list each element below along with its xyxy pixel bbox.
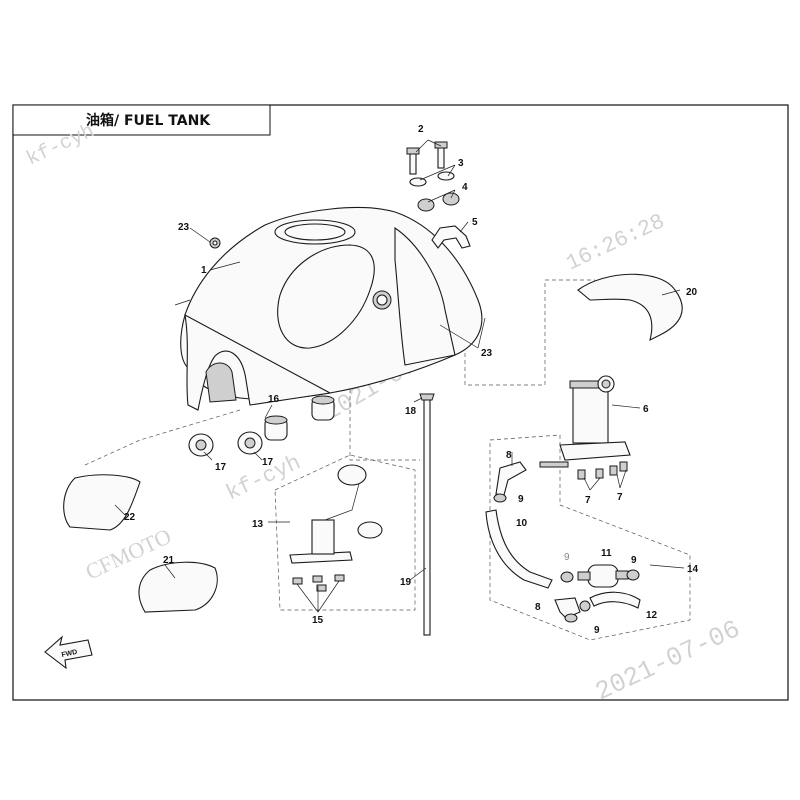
fwd-arrow: FWD xyxy=(44,635,93,670)
callout-19: 19 xyxy=(400,577,412,588)
mount-hardware xyxy=(406,141,460,212)
outline-fuel-line-group xyxy=(489,434,691,641)
leader-lines xyxy=(114,139,685,613)
nuts-15 xyxy=(292,574,345,592)
callout-17b: 17 xyxy=(262,457,274,468)
callout-14: 14 xyxy=(687,564,699,575)
callout-10: 10 xyxy=(516,518,528,529)
group-outlines xyxy=(84,279,691,641)
callout-4: 4 xyxy=(462,182,468,193)
title-box xyxy=(12,104,271,136)
outline-damper-group xyxy=(84,409,241,466)
hose-connector-8a xyxy=(495,461,527,496)
pad-22 xyxy=(63,474,141,531)
nuts-7 xyxy=(577,461,628,480)
hose-clamp-9a xyxy=(493,493,507,503)
hose-clamp-9d xyxy=(564,613,578,623)
callout-11: 11 xyxy=(601,548,612,559)
bracket xyxy=(431,225,471,249)
fuel-tank xyxy=(174,207,483,411)
callout-7b: 7 xyxy=(617,492,623,503)
callout-2: 2 xyxy=(418,124,424,135)
callout-8b: 8 xyxy=(535,602,541,613)
callout-1: 1 xyxy=(201,265,207,276)
callout-8a: 8 xyxy=(506,450,512,461)
callout-9d: 9 xyxy=(594,625,600,636)
callout-23a: 23 xyxy=(178,222,190,233)
callout-21: 21 xyxy=(163,555,175,566)
clip-18 xyxy=(419,393,435,401)
fuel-pump xyxy=(539,375,631,468)
outline-center-group xyxy=(349,375,420,461)
callout-23b: 23 xyxy=(481,348,493,359)
fuel-hose-10 xyxy=(485,509,553,589)
pad-21 xyxy=(138,561,218,613)
callout-22: 22 xyxy=(124,512,136,523)
watermark-group: kf-cyh kf-cyh 2021-07-06 2021-07-06 16:2… xyxy=(23,120,745,707)
callout-15: 15 xyxy=(312,615,324,626)
callout-3: 3 xyxy=(458,158,464,169)
callout-16: 16 xyxy=(268,394,280,405)
pad-20 xyxy=(577,273,683,342)
callout-20: 20 xyxy=(686,287,698,298)
callout-12: 12 xyxy=(646,610,658,621)
callout-6: 6 xyxy=(643,404,649,415)
callout-9c: 9 xyxy=(631,555,637,566)
page-title: 油箱/ FUEL TANK xyxy=(86,112,211,129)
callout-9b: 9 xyxy=(564,552,570,563)
drawing-frame xyxy=(12,104,789,701)
callout-17a: 17 xyxy=(215,462,227,473)
drain-tube xyxy=(423,397,431,636)
fuel-hose-12 xyxy=(589,591,641,609)
callout-5: 5 xyxy=(472,217,478,228)
callout-7a: 7 xyxy=(585,495,591,506)
watermark-time: 16:26:28 xyxy=(562,209,668,276)
outline-sensor-group xyxy=(274,454,416,611)
callout-13: 13 xyxy=(252,519,264,530)
callouts: 2 3 4 5 23 1 23 20 6 7 7 8 9 10 11 9 9 1… xyxy=(124,124,699,636)
fuel-level-sensor xyxy=(289,464,383,564)
fwd-label: FWD xyxy=(61,649,78,659)
callout-18: 18 xyxy=(405,406,417,417)
callout-9a: 9 xyxy=(518,494,524,505)
fuel-filter xyxy=(560,564,640,588)
watermark-date: 2021-07-06 xyxy=(591,614,745,707)
dampers xyxy=(188,395,335,457)
outline-pump-group xyxy=(464,279,595,386)
